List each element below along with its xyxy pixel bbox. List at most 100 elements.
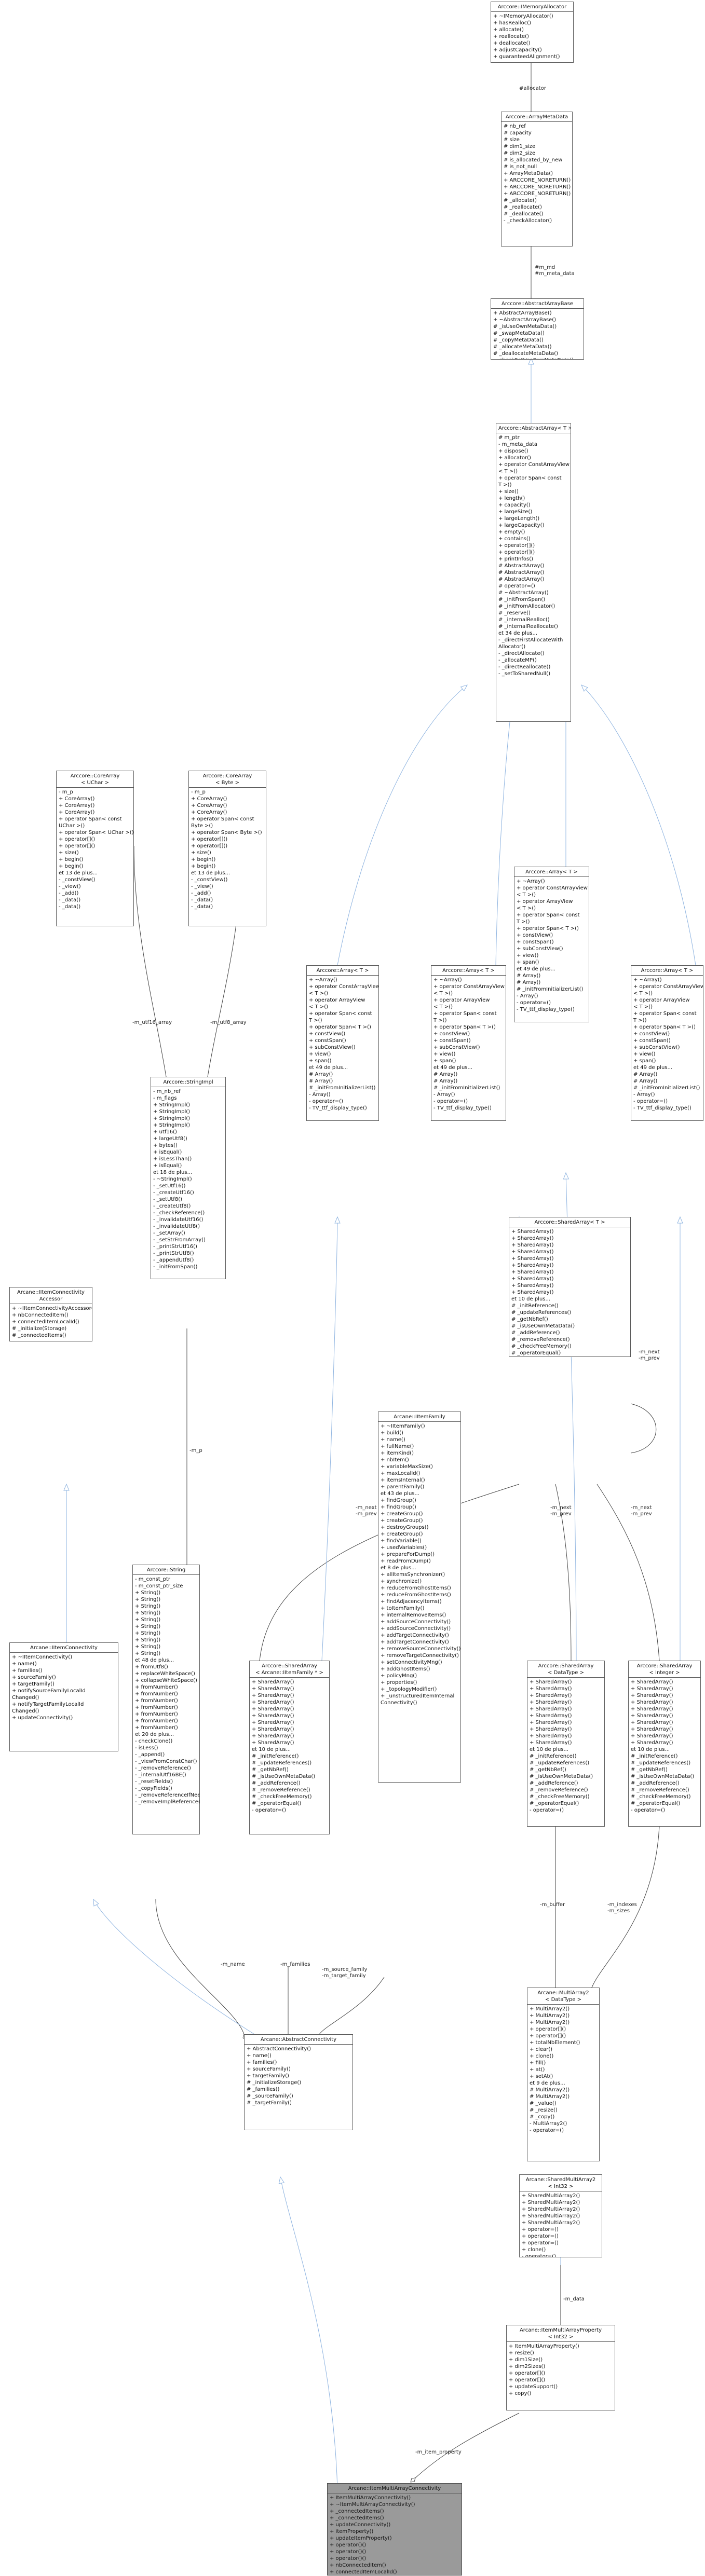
class-member: + ItemMultiArrayProperty() — [509, 2344, 579, 2349]
class-item-family[interactable]: Arcane::IItemFamily+ ~IItemFamily()+ bui… — [378, 1412, 461, 1783]
class-member: # is_not_null — [504, 164, 537, 170]
class-item-multi-array-property[interactable]: Arcane::ItemMultiArrayProperty < Int32 >… — [506, 2325, 615, 2410]
class-member: - _setToSharedNull() — [498, 671, 550, 677]
class-member: + ~Array() — [309, 977, 337, 983]
class-member: + SharedArray() — [511, 1276, 554, 1282]
class-member: + fromNumber() — [135, 1725, 178, 1731]
label-indexes: -m_indexes -m_sizes — [607, 1902, 637, 1914]
class-member: # _initialize(Storage) — [12, 1326, 67, 1332]
class-member: + SharedArray() — [530, 1713, 572, 1719]
class-string[interactable]: Arccore::String- m_const_ptr- m_const_pt… — [132, 1565, 200, 1834]
class-core-array-byte[interactable]: Arccore::CoreArray < Byte >- m_p+ CoreAr… — [188, 771, 266, 926]
class-member: - _data() — [191, 904, 213, 910]
class-member: # AbstractArray() — [498, 577, 545, 582]
class-member: + addSourceConnectivity() — [381, 1619, 451, 1625]
label-md-meta: #m_md #m_meta_data — [535, 265, 575, 277]
class-array-meta-data[interactable]: Arccore::ArrayMetaData# nb_ref# capacity… — [501, 112, 573, 246]
class-shared-array-family[interactable]: Arccore::SharedArray < Arcane::IItemFami… — [249, 1661, 330, 1834]
class-member: + String() — [135, 1651, 161, 1656]
class-member: + itemsInternal() — [381, 1477, 425, 1483]
class-member: - _resetFields() — [135, 1779, 173, 1785]
class-shared-multi-array2[interactable]: Arcane::SharedMultiArray2 < Int32 >+ Sha… — [519, 2174, 602, 2257]
class-abstract-array[interactable]: Arccore::AbstractArray< T ># m_ptr- m_me… — [496, 423, 571, 722]
class-member: + view() — [633, 1051, 656, 1057]
class-core-array-uchar[interactable]: Arccore::CoreArray < UChar >- m_p+ CoreA… — [56, 771, 134, 926]
class-member: - operator=() — [631, 1807, 665, 1813]
class-member: + constSpan() — [633, 1038, 671, 1044]
class-shared-array-integer[interactable]: Arccore::SharedArray < Integer >+ Shared… — [628, 1661, 701, 1827]
class-item-connectivity[interactable]: Arcane::IItemConnectivity+ ~IItemConnect… — [9, 1642, 118, 1751]
class-member: + isLessThan() — [153, 1156, 192, 1162]
class-member: - m_p — [59, 789, 73, 795]
class-member: + SharedArray() — [631, 1740, 673, 1746]
class-member: et 48 de plus... — [135, 1657, 174, 1663]
class-abstract-array-base[interactable]: Arccore::AbstractArrayBase+ AbstractArra… — [491, 298, 584, 360]
class-member: et 13 de plus... — [59, 870, 98, 876]
class-member: + SharedArray() — [252, 1686, 294, 1692]
class-abstract-connectivity[interactable]: Arcane::AbstractConnectivity+ AbstractCo… — [244, 2034, 353, 2130]
class-member: + operator[]() — [59, 837, 96, 842]
class-array-mid[interactable]: Arccore::Array< T >+ ~Array()+ operator … — [431, 965, 506, 1121]
class-member: - _removeReference() — [135, 1765, 191, 1771]
class-member: + operator Span< const — [433, 1011, 497, 1017]
class-member: + itemProperty() — [330, 2529, 374, 2534]
class-item-multi-array-connectivity[interactable]: Arcane::ItemMultiArrayConnectivity+ Item… — [327, 2483, 462, 2575]
class-member: # _copyMetaData() — [493, 337, 544, 343]
class-member: # _addReference() — [252, 1780, 301, 1786]
class-multi-array2[interactable]: Arcane::MultiArray2 < DataType >+ MultiA… — [527, 1988, 600, 2161]
class-member: + dim2Sizes() — [509, 2364, 546, 2369]
class-member: + MultiArray2() — [530, 2006, 570, 2012]
class-member: + String() — [135, 1597, 161, 1602]
class-memory-allocator[interactable]: Arccore::IMemoryAllocator+ ~IMemoryAlloc… — [491, 2, 574, 63]
class-member: + updateSupport() — [509, 2384, 558, 2390]
class-member: + sourceFamily() — [247, 2066, 291, 2072]
class-array-top[interactable]: Arccore::Array< T >+ ~Array()+ operator … — [514, 867, 589, 1022]
class-member: + view() — [517, 953, 539, 958]
class-item-connectivity-accessor[interactable]: Arcane::IItemConnectivity Accessor+ ~IIt… — [9, 1287, 92, 1341]
class-member: + SharedArray() — [631, 1706, 673, 1712]
class-member: + updateItemProperty() — [330, 2536, 392, 2541]
class-string-impl[interactable]: Arccore::StringImpl- m_nb_ref- m_flags+ … — [151, 1077, 226, 1279]
class-member: # _initReference() — [511, 1303, 559, 1309]
label-utf16: -m_utf16_array — [132, 1020, 172, 1025]
class-member: + copy() — [509, 2391, 532, 2396]
class-member: - operator=() — [309, 1099, 343, 1104]
class-member: + internalRemoveItems() — [381, 1612, 446, 1618]
class-member: + createGroup() — [381, 1511, 423, 1517]
class-title: Arccore::SharedArray < Integer > — [636, 1663, 693, 1676]
class-member: < T >() — [309, 991, 329, 996]
class-member: + SharedArray() — [631, 1679, 673, 1685]
class-member: + usedVariables() — [381, 1545, 427, 1551]
class-member: + setAt() — [530, 2074, 553, 2079]
class-member: + removeTargetConnectivity() — [381, 1653, 459, 1659]
class-member: # _operatorEqual() — [631, 1801, 681, 1806]
class-member: + findGroup() — [381, 1498, 416, 1503]
class-member: + createGroup() — [381, 1531, 423, 1537]
class-array-left[interactable]: Arccore::Array< T >+ ~Array()+ operator … — [306, 965, 379, 1121]
class-member: + constView() — [633, 1031, 670, 1037]
class-shared-array-t[interactable]: Arccore::SharedArray< T >+ SharedArray()… — [509, 1217, 631, 1357]
class-member: - _view() — [59, 884, 81, 889]
class-member: + String() — [135, 1637, 161, 1643]
class-member: # Array() — [433, 1072, 458, 1077]
class-member: - _appendUtf8() — [153, 1257, 194, 1263]
class-shared-array-datatype[interactable]: Arccore::SharedArray < DataType >+ Share… — [527, 1661, 605, 1827]
class-member: + fromNumber() — [135, 1705, 178, 1710]
class-member: + operator[]() — [191, 843, 228, 849]
label-src-tgt-family: -m_source_family -m_target_family — [322, 1967, 368, 1979]
class-member: + addSourceConnectivity() — [381, 1626, 451, 1632]
class-member: + StringImpl() — [153, 1116, 191, 1121]
class-member: et 13 de plus... — [191, 870, 231, 876]
class-member: + ~IItemConnectivityAccessor() — [12, 1306, 92, 1311]
class-array-right[interactable]: Arccore::Array< T >+ ~Array()+ operator … — [631, 965, 703, 1121]
class-member: + sourceFamily() — [12, 1675, 56, 1680]
class-member: + reallocate() — [493, 34, 529, 39]
class-member: # _getNbRef() — [631, 1767, 668, 1773]
class-member: + operator ConstArrayView — [633, 984, 703, 990]
class-member: + operator[]() — [509, 2377, 546, 2383]
class-member: - operator=() — [511, 1356, 628, 1357]
class-member: # _getNbRef() — [252, 1767, 289, 1773]
class-member: # _checkFreeMemory() — [530, 1794, 590, 1800]
class-member: + _topologyModifier() — [381, 1687, 437, 1692]
class-member: # _getNbRef() — [530, 1767, 566, 1773]
